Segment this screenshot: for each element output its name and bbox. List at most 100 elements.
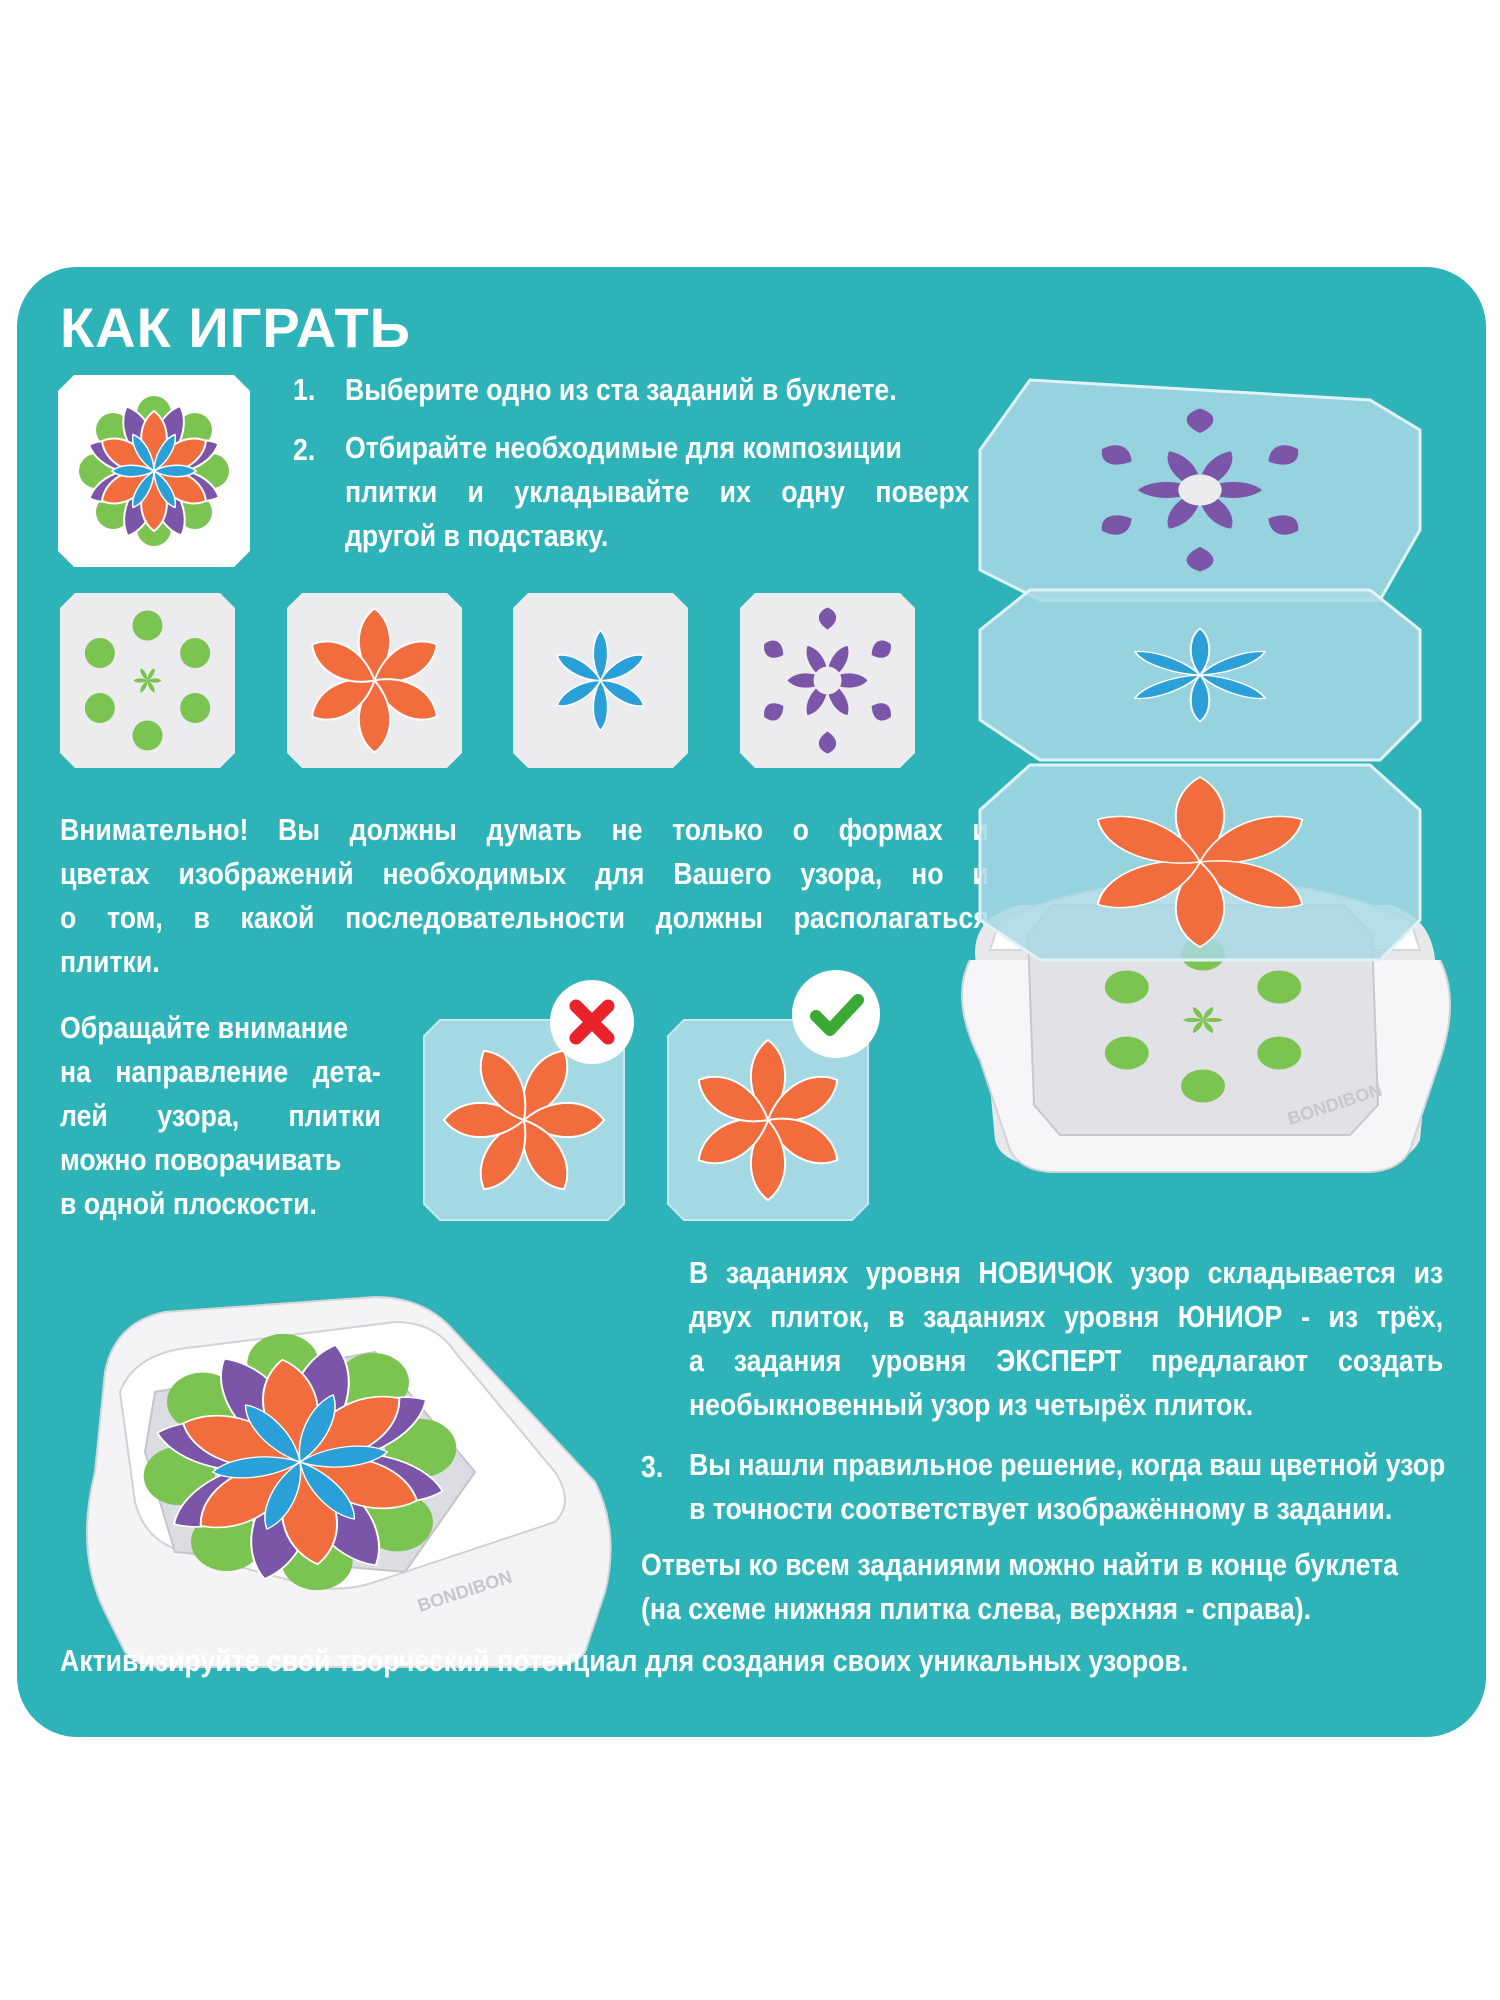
page-title: КАК ИГРАТЬ (60, 296, 411, 359)
petal-shape (299, 1460, 356, 1520)
direction-line: Обращайте внимание (60, 1010, 349, 1045)
petal-shape (599, 654, 645, 682)
dot-shape (1257, 970, 1302, 1004)
petal-shape (599, 679, 645, 707)
drop-shape (1186, 408, 1214, 434)
petal-shape (697, 1117, 770, 1165)
stand-with-completed-pattern: BONDIBON (86, 1295, 612, 1668)
petal-shape (1198, 651, 1267, 676)
step-2-line: другой в подставку. (345, 518, 609, 553)
drop-shape (1268, 515, 1299, 535)
dot-shape (132, 610, 163, 641)
dot-shape (180, 638, 211, 668)
step-2-text: Отбирайте необходимые для композиции пли… (345, 426, 969, 558)
footer-text: Активизируйте свой творческий потенциал … (60, 1643, 1189, 1678)
petal-shape (556, 679, 602, 707)
step-1-text: Выберите одно из ста заданий в буклете. (345, 372, 897, 407)
petal-shape (1198, 815, 1304, 864)
petal-shape (1198, 860, 1304, 909)
petal-shape (131, 469, 155, 509)
petal-shape (479, 1049, 527, 1122)
dot-shape (180, 693, 211, 723)
petal-shape (1096, 815, 1202, 864)
tile-right-orientation (667, 1019, 869, 1221)
drop-shape (1101, 445, 1132, 465)
petal-shape (140, 668, 148, 681)
petal-shape (766, 1117, 839, 1165)
attention-line: цветах изображений необходимых для Вашег… (60, 856, 989, 891)
drop-shape (1101, 515, 1132, 535)
dot-shape (1257, 1036, 1302, 1070)
drop-shape (1186, 546, 1214, 572)
dot-shape (84, 638, 115, 668)
petal-shape (442, 1101, 526, 1139)
petal-shape (147, 680, 155, 693)
drop-shape (1268, 445, 1299, 465)
direction-line: в одной плоскости. (60, 1186, 317, 1221)
tile-wrong-orientation (423, 1019, 625, 1221)
tile-green-dots (60, 593, 235, 768)
petal-shape (110, 464, 156, 478)
drop-shape (764, 640, 784, 658)
petal-shape (1133, 651, 1202, 676)
petal-shape (592, 678, 609, 732)
drop-shape (871, 640, 891, 658)
petal-shape (1203, 1007, 1214, 1020)
answers-line: (на схеме нижняя плитка слева, верхняя -… (641, 1591, 1312, 1626)
petal-shape (244, 1404, 301, 1464)
petal-shape (1203, 1020, 1214, 1033)
petal-shape (1198, 674, 1267, 699)
step-3-text: Вы нашли правильное решение, когда ваш ц… (689, 1443, 1446, 1531)
petal-shape (479, 1118, 527, 1191)
direction-line: лей узора, плитки (60, 1098, 381, 1133)
step-1-number: 1. (293, 372, 316, 407)
drop-shape (764, 703, 784, 721)
petal-shape (1192, 1020, 1203, 1033)
petal-shape (133, 678, 148, 683)
petal-shape (1183, 1017, 1203, 1023)
direction-paragraph: Обращайте внимание на направление дета- … (60, 1006, 381, 1226)
petal-shape (311, 640, 376, 683)
dot-shape (84, 693, 115, 723)
dot-shape (1104, 1036, 1149, 1070)
petal-shape (592, 629, 609, 683)
petal-shape (521, 1118, 569, 1191)
levels-line: двух плиток, в заданиях уровня ЮНИОР - и… (689, 1299, 1444, 1334)
step-2-line: Отбирайте необходимые для композиции (345, 430, 902, 465)
petal-shape (749, 1038, 787, 1122)
levels-line: В заданиях уровня НОВИЧОК узор складывае… (689, 1255, 1444, 1290)
drop-shape (818, 607, 837, 630)
petal-shape (1096, 860, 1202, 909)
petal-shape (264, 1460, 302, 1530)
drop-shape (871, 703, 891, 721)
attention-paragraph: Внимательно! Вы должны думать не только … (60, 808, 989, 984)
petal-shape (1174, 860, 1226, 948)
petal-shape (697, 1075, 770, 1123)
attention-line: о том, в какой последовательности должны… (60, 900, 989, 935)
levels-paragraph: В заданиях уровня НОВИЧОК узор складывае… (689, 1251, 1443, 1427)
petal-shape (298, 1445, 389, 1468)
wrong-mark-icon (550, 980, 634, 1064)
dot-shape (1181, 1069, 1225, 1103)
attention-line: плитки. (60, 944, 160, 979)
check-mark-icon (792, 970, 880, 1058)
tile-purple-pattern (740, 593, 915, 768)
step-2-line: плитки и укладывайте их одну поверх (345, 474, 970, 509)
levels-line: а задания уровня ЭКСПЕРТ предлагают созд… (689, 1343, 1444, 1378)
petal-shape (298, 1394, 336, 1464)
petal-shape (766, 1075, 839, 1123)
petal-shape (1203, 1017, 1223, 1023)
petal-shape (153, 469, 177, 509)
answers-line: Ответы ко всем заданиями можно найти в к… (641, 1547, 1398, 1582)
task-tile-full-pattern (58, 375, 250, 567)
petal-shape (1133, 674, 1202, 699)
petal-shape (522, 1101, 606, 1139)
direction-line: на направление дета- (60, 1054, 381, 1089)
step-2-number: 2. (293, 432, 316, 467)
petal-shape (152, 464, 198, 478)
petal-shape (1174, 776, 1226, 864)
tile-blue-flower (513, 593, 688, 768)
petal-shape (1189, 673, 1211, 723)
petal-shape (147, 668, 155, 681)
petal-shape (131, 433, 155, 473)
